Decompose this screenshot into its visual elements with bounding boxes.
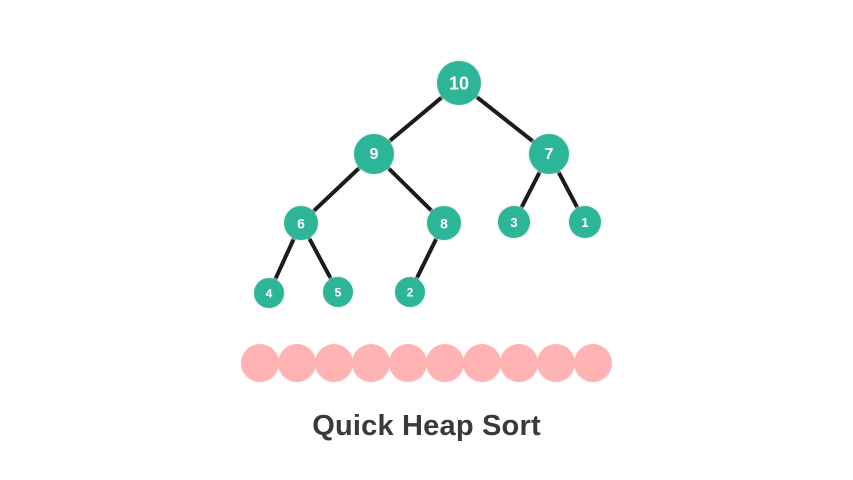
tree-edge-10-7 bbox=[472, 93, 537, 145]
array-cell[interactable] bbox=[426, 344, 464, 382]
array-cell[interactable] bbox=[278, 344, 316, 382]
tree-node-circle bbox=[437, 61, 481, 105]
tree-node-circle bbox=[254, 278, 284, 308]
tree-edge-9-8 bbox=[384, 164, 436, 215]
array-cell[interactable] bbox=[241, 344, 279, 382]
array-cell[interactable] bbox=[537, 344, 575, 382]
tree-node-1[interactable]: 1 bbox=[567, 204, 603, 240]
array-cell[interactable] bbox=[315, 344, 353, 382]
tree-edge-7-1 bbox=[555, 167, 581, 212]
tree-node-circle bbox=[395, 277, 425, 307]
tree-node-label: 4 bbox=[266, 287, 273, 301]
tree-node-layer: 10 9 7 6 8 3 1 4 5 2 bbox=[252, 59, 603, 310]
tree-node-circle bbox=[498, 206, 530, 238]
tree-edge-6-5 bbox=[306, 234, 334, 283]
tree-node-circle bbox=[569, 206, 601, 238]
tree-node-6[interactable]: 6 bbox=[282, 204, 320, 242]
tree-edge-9-6 bbox=[309, 164, 363, 215]
tree-node-circle bbox=[529, 134, 569, 174]
tree-node-label: 7 bbox=[545, 146, 554, 163]
array-cell[interactable] bbox=[389, 344, 427, 382]
tree-node-3[interactable]: 3 bbox=[496, 204, 532, 240]
tree-node-label: 6 bbox=[297, 216, 305, 232]
tree-node-2[interactable]: 2 bbox=[393, 275, 427, 309]
tree-node-label: 8 bbox=[440, 216, 448, 232]
array-cell[interactable] bbox=[463, 344, 501, 382]
tree-edge-10-9 bbox=[385, 93, 446, 145]
array-cell[interactable] bbox=[500, 344, 538, 382]
array-cell[interactable] bbox=[574, 344, 612, 382]
tree-node-circle bbox=[354, 134, 394, 174]
tree-edge-7-3 bbox=[518, 168, 543, 212]
tree-node-circle bbox=[284, 206, 318, 240]
tree-edge-6-4 bbox=[272, 234, 297, 284]
tree-edge-layer bbox=[272, 93, 581, 284]
tree-node-7[interactable]: 7 bbox=[527, 132, 571, 176]
page-title: Quick Heap Sort bbox=[312, 410, 541, 442]
tree-node-8[interactable]: 8 bbox=[425, 204, 463, 242]
tree-node-circle bbox=[323, 277, 353, 307]
tree-node-circle bbox=[427, 206, 461, 240]
tree-node-9[interactable]: 9 bbox=[352, 132, 396, 176]
tree-node-10[interactable]: 10 bbox=[435, 59, 483, 107]
tree-edge-8-2 bbox=[413, 234, 440, 283]
tree-node-label: 5 bbox=[335, 286, 342, 300]
tree-node-5[interactable]: 5 bbox=[321, 275, 355, 309]
array-cell-row bbox=[0, 343, 853, 383]
tree-node-label: 2 bbox=[407, 286, 414, 300]
tree-node-label: 9 bbox=[370, 146, 379, 163]
tree-node-label: 3 bbox=[510, 215, 517, 230]
tree-node-4[interactable]: 4 bbox=[252, 276, 286, 310]
tree-node-label: 1 bbox=[581, 215, 588, 230]
tree-node-label: 10 bbox=[449, 74, 469, 94]
array-cell[interactable] bbox=[352, 344, 390, 382]
